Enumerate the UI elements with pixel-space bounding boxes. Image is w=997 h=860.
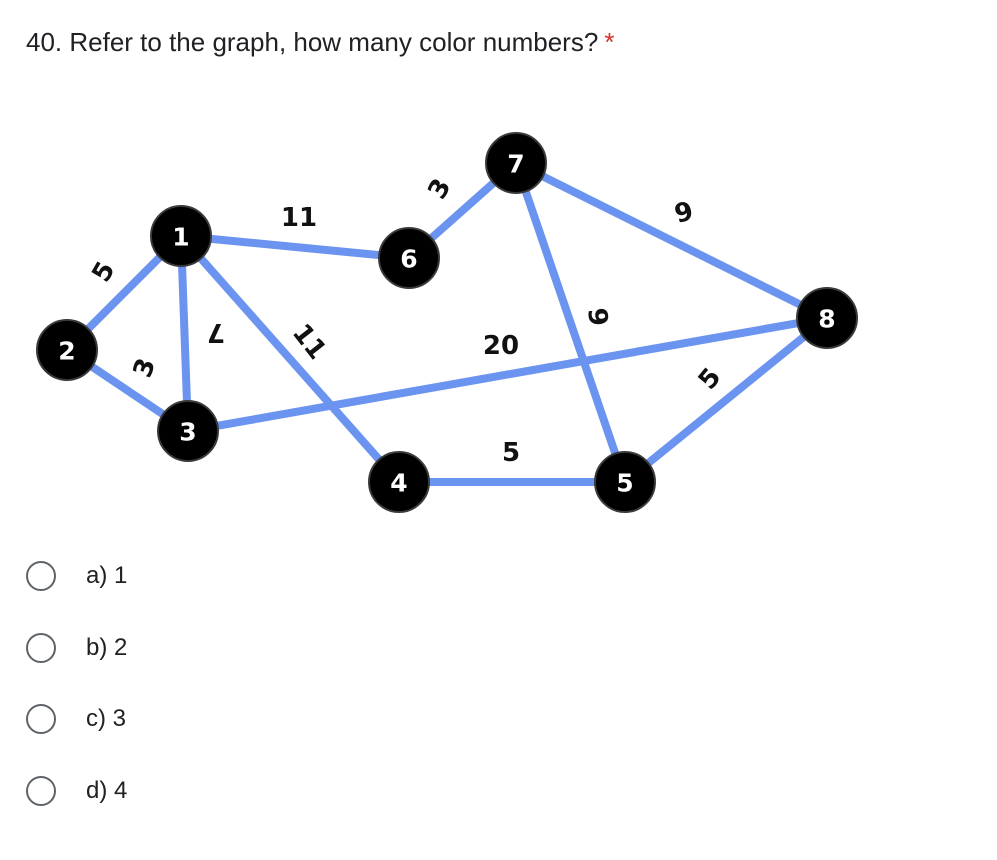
option-c[interactable]: c) 3 bbox=[26, 699, 127, 739]
option-label: b) 2 bbox=[86, 633, 128, 661]
node-3: 3 bbox=[157, 400, 219, 462]
node-circle bbox=[796, 287, 858, 349]
node-6: 6 bbox=[378, 227, 440, 289]
edge-weight-2-1: 5 bbox=[86, 257, 121, 288]
edge-weight-4-5: 5 bbox=[502, 438, 520, 468]
edge-weight-7-8: 9 bbox=[671, 196, 696, 230]
option-label: a) 1 bbox=[86, 562, 128, 589]
node-label: 5 bbox=[616, 469, 633, 498]
node-label: 6 bbox=[400, 245, 417, 274]
node-label: 7 bbox=[507, 150, 524, 179]
edge-1-3 bbox=[177, 235, 192, 432]
radio-button-icon[interactable] bbox=[26, 775, 56, 806]
radio-button-icon[interactable] bbox=[26, 561, 56, 591]
radio-button-icon[interactable] bbox=[26, 632, 56, 663]
node-4: 4 bbox=[368, 451, 430, 513]
edge-7-8 bbox=[514, 159, 829, 322]
edge-weight-1-3: 7 bbox=[207, 317, 225, 347]
question-text: 40. Refer to the graph, how many color n… bbox=[26, 27, 599, 57]
edge-7-5 bbox=[512, 161, 629, 484]
edge-weight-7-5: 9 bbox=[581, 307, 612, 328]
option-b[interactable]: b) 2 bbox=[26, 628, 127, 668]
option-label: c) 3 bbox=[86, 705, 127, 732]
edge-1-6 bbox=[180, 232, 410, 262]
node-8: 8 bbox=[796, 287, 858, 349]
node-label: 1 bbox=[172, 223, 189, 252]
node-circle bbox=[157, 400, 219, 462]
edge-3-8 bbox=[187, 314, 828, 435]
option-d[interactable]: d) 4 bbox=[26, 771, 127, 811]
edge-weight-6-7: 3 bbox=[422, 174, 457, 205]
edge-weight-2-3: 3 bbox=[128, 354, 162, 381]
answer-options: a) 1 b) 2 c) 3 d) 4 bbox=[26, 556, 127, 842]
node-label: 2 bbox=[58, 337, 75, 366]
node-circle bbox=[368, 451, 430, 513]
edge-1-4 bbox=[178, 233, 402, 485]
node-label: 4 bbox=[390, 469, 407, 498]
required-asterisk: * bbox=[604, 27, 615, 57]
node-circle bbox=[150, 205, 212, 267]
question-title: 40. Refer to the graph, how many color n… bbox=[26, 24, 614, 60]
edge-5-8 bbox=[622, 314, 830, 486]
node-circle bbox=[594, 451, 656, 513]
node-2: 2 bbox=[36, 319, 98, 381]
edge-weight-5-8: 5 bbox=[693, 362, 728, 395]
node-circle bbox=[485, 132, 547, 194]
node-1: 1 bbox=[150, 205, 212, 267]
node-circle bbox=[378, 227, 440, 289]
graph-nodes: 1 2 3 4 5 6 7 8 bbox=[36, 132, 858, 513]
node-label: 3 bbox=[179, 418, 196, 447]
edge-weight-3-8: 20 bbox=[483, 331, 519, 361]
option-a[interactable]: a) 1 bbox=[26, 556, 127, 596]
node-5: 5 bbox=[594, 451, 656, 513]
edge-weight-1-6: 11 bbox=[281, 203, 317, 233]
node-7: 7 bbox=[485, 132, 547, 194]
option-label: d) 4 bbox=[86, 776, 128, 804]
node-label: 8 bbox=[818, 305, 835, 334]
radio-button-icon[interactable] bbox=[26, 704, 56, 734]
node-circle bbox=[36, 319, 98, 381]
